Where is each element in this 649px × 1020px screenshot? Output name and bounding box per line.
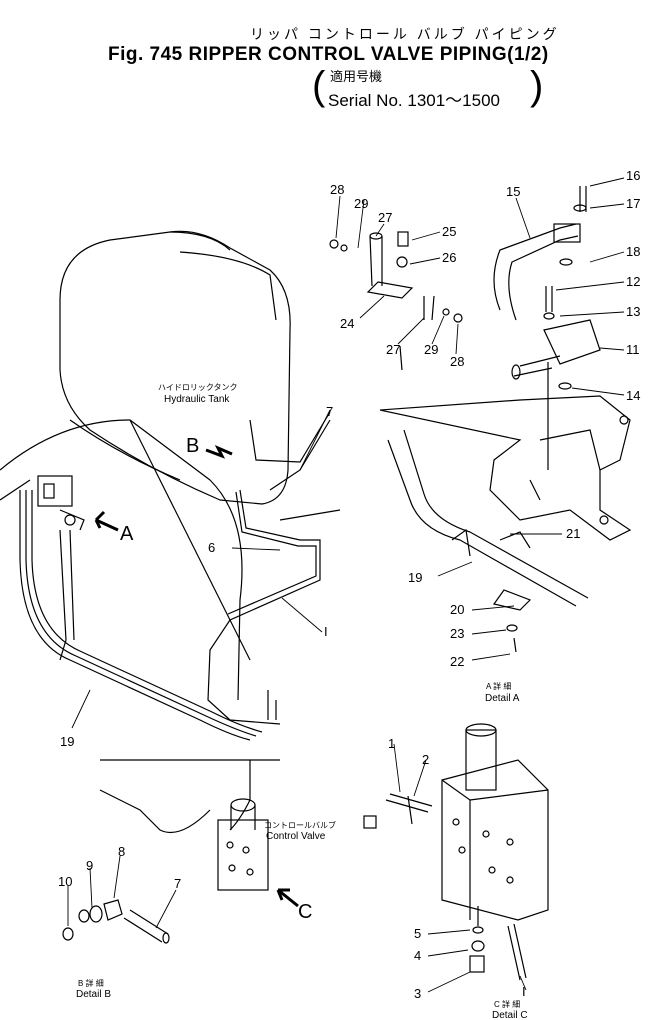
detail-c-label-jp: C 詳 細 (494, 999, 520, 1009)
callout-13: 13 (626, 304, 640, 319)
callout-23: 23 (450, 626, 464, 641)
control-valve (217, 798, 269, 891)
callout-11: 11 (626, 342, 640, 357)
detail-b-label-jp: B 詳 細 (78, 978, 104, 988)
callout-1: 1 (388, 736, 395, 751)
serial-range: Serial No. 1301～1500 (328, 91, 501, 110)
callout-29-bottom: 29 (424, 342, 438, 357)
valve-label: Control Valve (266, 831, 326, 842)
paren-right: ) (530, 64, 544, 108)
callout-4: 4 (414, 948, 421, 963)
callout-i-main: I (324, 624, 328, 639)
callout-2: 2 (422, 752, 429, 767)
valve-assembly-a (37, 475, 85, 531)
callout-6: 6 (208, 540, 215, 555)
callout-16: 16 (626, 168, 640, 183)
tank-label-jp: ハイドロリックタンク (158, 383, 238, 392)
arrow-b-label: B (186, 435, 199, 457)
callout-24: 24 (340, 316, 354, 331)
callout-5: 5 (414, 926, 421, 941)
callout-15: 15 (506, 184, 520, 199)
arrow-a-label: A (120, 523, 134, 545)
figure-title: Fig. 745 RIPPER CONTROL VALVE PIPING(1/2… (108, 44, 549, 65)
callout-17: 17 (626, 196, 640, 211)
pipe-bundle (19, 411, 341, 834)
callout-19-detail-a: 19 (408, 570, 422, 585)
view-arrow-c (276, 888, 299, 908)
callout-19-main: 19 (60, 734, 74, 749)
callout-29-top: 29 (354, 196, 368, 211)
callout-numbers: 1 2 3 4 5 6 7 7 8 9 10 11 12 13 14 15 16… (58, 168, 640, 1001)
valve-label-jp: コントロールバルブ (264, 820, 336, 830)
detail-a-label-jp: A 詳 細 (486, 681, 511, 691)
title-japanese: リッパ コントロール バルブ パイピング (250, 26, 560, 42)
detail-a-label: Detail A (485, 693, 520, 704)
detail-c-label: Detail C (492, 1010, 528, 1020)
hydraulic-tank (59, 230, 291, 505)
view-arrow-a (94, 510, 119, 532)
callout-26: 26 (442, 250, 456, 265)
callout-8: 8 (118, 844, 125, 859)
arrow-c-label: C (298, 901, 312, 923)
callout-7-main: 7 (326, 404, 333, 419)
callout-9: 9 (86, 858, 93, 873)
callout-25: 25 (442, 224, 456, 239)
callout-18: 18 (626, 244, 640, 259)
title-block: リッパ コントロール バルブ パイピング Fig. 745 RIPPER CON… (0, 0, 649, 120)
leader-lines (67, 177, 625, 993)
callout-21: 21 (566, 526, 580, 541)
frame-lines (0, 419, 280, 761)
detail-b-parts (62, 899, 170, 944)
callout-12: 12 (626, 274, 640, 289)
callout-28-top: 28 (330, 182, 344, 197)
serial-label-japanese: 適用号機 (330, 69, 383, 84)
callout-3: 3 (414, 986, 421, 1001)
callout-i-detail-c: I (522, 984, 526, 999)
detail-a-assembly (379, 186, 632, 653)
callout-14: 14 (626, 388, 640, 403)
detail-b-label: Detail B (76, 989, 111, 1000)
callout-10: 10 (58, 874, 72, 889)
detail-c-assembly (363, 723, 549, 981)
callout-28-bottom: 28 (450, 354, 464, 369)
callout-20: 20 (450, 602, 464, 617)
paren-left: ( (312, 64, 326, 108)
view-arrow-b (205, 445, 233, 459)
callout-27-top: 27 (378, 210, 392, 225)
callout-7-detail-b: 7 (174, 876, 181, 891)
clamp-bracket-parts (329, 231, 463, 371)
callout-27-bottom: 27 (386, 342, 400, 357)
callout-22: 22 (450, 654, 464, 669)
tank-label: Hydraulic Tank (164, 394, 230, 405)
